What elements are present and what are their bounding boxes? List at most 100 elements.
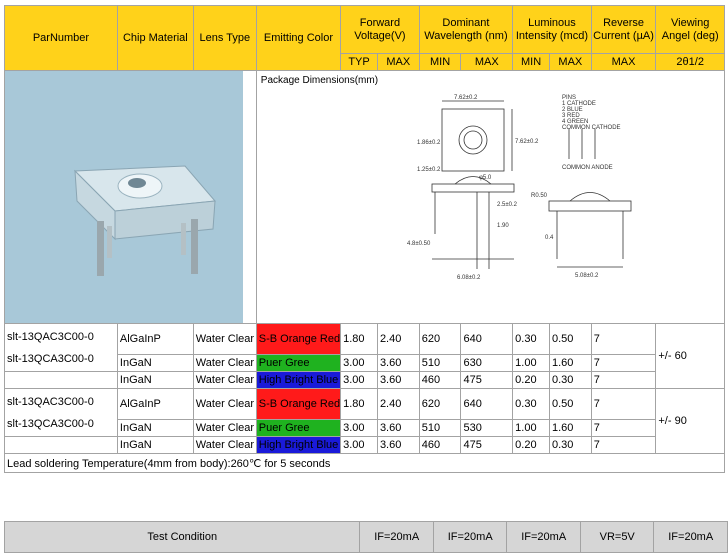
dim-depth-1: 1.86±0.2 xyxy=(417,140,441,146)
sub-vf-typ: TYP xyxy=(340,53,378,71)
test-condition-value: IF=20mA xyxy=(359,521,434,553)
viewing-angle: +/- 60 xyxy=(655,323,725,389)
data-row: InGaN Water Clear High Bright Blue 3.00 … xyxy=(4,436,725,454)
pin-1: 1 CATHODE xyxy=(562,101,596,107)
vf-max: 2.40 xyxy=(376,323,420,355)
sub-wl-min: MIN xyxy=(418,53,462,71)
dim-height-2: 1.90 xyxy=(497,223,509,229)
wl-max: 475 xyxy=(460,436,514,454)
emitting-color: Puer Gree xyxy=(255,354,342,372)
iv-max: 0.50 xyxy=(548,323,592,355)
emitting-color: Puer Gree xyxy=(255,419,342,437)
led-photo xyxy=(4,70,257,324)
ir-max: 7 xyxy=(590,354,657,372)
iv-min: 0.30 xyxy=(512,388,550,420)
wl-min: 460 xyxy=(418,371,462,389)
lens-type: Water Clear xyxy=(192,323,257,355)
header-lens-type: Lens Type xyxy=(192,5,257,71)
common-cathode-label: COMMON CATHODE xyxy=(562,125,621,131)
vf-typ: 3.00 xyxy=(340,371,378,389)
ir-max: 7 xyxy=(590,371,657,389)
wl-min: 620 xyxy=(418,323,462,355)
emitting-color: High Bright Blue xyxy=(255,436,342,454)
test-condition-value: IF=20mA xyxy=(506,521,581,553)
ir-max: 7 xyxy=(590,419,657,437)
header-dominant-wavelength: Dominant Wavelength (nm) xyxy=(418,5,514,54)
wl-min: 620 xyxy=(418,388,462,420)
test-condition-value: IF=20mA xyxy=(653,521,728,553)
chip-material: InGaN xyxy=(116,436,194,454)
vf-typ: 1.80 xyxy=(340,323,378,355)
part-number: slt-13QCA3C00-0 xyxy=(7,352,94,365)
wl-max: 640 xyxy=(460,323,514,355)
part-number xyxy=(4,436,118,454)
iv-max: 1.60 xyxy=(548,354,592,372)
header-emitting-color: Emitting Color xyxy=(255,5,342,71)
dim-radius: R0.50 xyxy=(531,193,548,199)
part-number: slt-13QCA3C00-0 xyxy=(7,417,94,430)
ir-max: 7 xyxy=(590,436,657,454)
chip-material: AlGaInP xyxy=(116,388,194,420)
part-number-group-1: slt-13QAC3C00-0 slt-13QCA3C00-0 xyxy=(4,323,118,372)
wl-max: 640 xyxy=(460,388,514,420)
dim-height-1: 2.5±0.2 xyxy=(497,202,518,208)
data-row: slt-13QAC3C00-0 slt-13QCA3C00-0 AlGaInP … xyxy=(4,323,725,389)
header-part-number: ParNumber xyxy=(4,5,118,71)
chip-material: InGaN xyxy=(116,419,194,437)
pin-2: 2 BLUE xyxy=(562,107,583,113)
data-row: InGaN Water Clear High Bright Blue 3.00 … xyxy=(4,371,725,389)
vf-typ: 3.00 xyxy=(340,419,378,437)
emitting-color: High Bright Blue xyxy=(255,371,342,389)
dim-pitch-1: 6.08±0.2 xyxy=(457,275,481,281)
ir-max: 7 xyxy=(590,323,657,355)
wl-max: 475 xyxy=(460,371,514,389)
test-condition-value: VR=5V xyxy=(579,521,655,553)
package-dimensions-label: Package Dimensions(mm) xyxy=(260,75,379,86)
header-row: ParNumber Chip Material Lens Type Emitti… xyxy=(4,5,725,71)
iv-min: 0.20 xyxy=(512,371,550,389)
led-illustration xyxy=(5,71,243,323)
emitting-color: S-B Orange Red xyxy=(255,388,342,420)
sub-iv-min: MIN xyxy=(512,53,550,71)
iv-min: 0.20 xyxy=(512,436,550,454)
pin-4: 4 GREEN xyxy=(562,119,588,125)
viewing-angle: +/- 90 xyxy=(655,388,725,454)
dim-pitch-2: 5.08±0.2 xyxy=(575,273,599,279)
wl-max: 530 xyxy=(460,419,514,437)
pin-title: PINS xyxy=(562,95,576,101)
dim-width-top: 7.62±0.2 xyxy=(454,95,478,101)
lens-type: Water Clear xyxy=(192,371,257,389)
wl-min: 510 xyxy=(418,354,462,372)
subheader-row: TYP MAX MIN MAX MIN MAX MAX 2θ1/2 xyxy=(5,53,725,71)
vf-max: 3.60 xyxy=(376,436,420,454)
image-row: Package Dimensions(mm) xyxy=(4,70,726,324)
test-condition-label: Test Condition xyxy=(3,521,361,553)
dimension-drawing: 7.62±0.2 7.62±0.2 1.86±0.2 1.25±0.2 φ5.0… xyxy=(407,95,632,281)
header-forward-voltage: Forward Voltage(V) xyxy=(340,5,420,54)
wl-min: 460 xyxy=(418,436,462,454)
vf-typ: 3.00 xyxy=(340,354,378,372)
iv-max: 0.50 xyxy=(548,388,592,420)
iv-max: 1.60 xyxy=(548,419,592,437)
header-chip-material: Chip Material xyxy=(116,5,194,71)
test-condition-table: Test Condition IF=20mA IF=20mA IF=20mA V… xyxy=(3,521,728,553)
iv-min: 0.30 xyxy=(512,323,550,355)
lead-soldering-row: Lead soldering Temperature(4mm from body… xyxy=(4,453,725,473)
package-dimensions-panel: Package Dimensions(mm) xyxy=(255,70,726,324)
led-spec-table: ParNumber Chip Material Lens Type Emitti… xyxy=(4,5,726,473)
iv-min: 1.00 xyxy=(512,419,550,437)
pin-3: 3 RED xyxy=(562,113,580,119)
dim-width-right: 7.62±0.2 xyxy=(515,139,539,145)
iv-max: 0.30 xyxy=(548,371,592,389)
dim-depth-2: 1.25±0.2 xyxy=(417,167,441,173)
iv-min: 1.00 xyxy=(512,354,550,372)
lens-type: Water Clear xyxy=(192,436,257,454)
dim-lead: 0.4 xyxy=(545,235,554,241)
header-viewing-angle: Viewing Angel (deg) xyxy=(655,5,725,54)
header-reverse-current: Reverse Current (µA) xyxy=(590,5,657,54)
vf-max: 2.40 xyxy=(376,388,420,420)
common-anode-label: COMMON ANODE xyxy=(562,165,613,171)
iv-max: 0.30 xyxy=(548,436,592,454)
sub-ir-max: MAX xyxy=(590,53,657,71)
chip-material: AlGaInP xyxy=(116,323,194,355)
